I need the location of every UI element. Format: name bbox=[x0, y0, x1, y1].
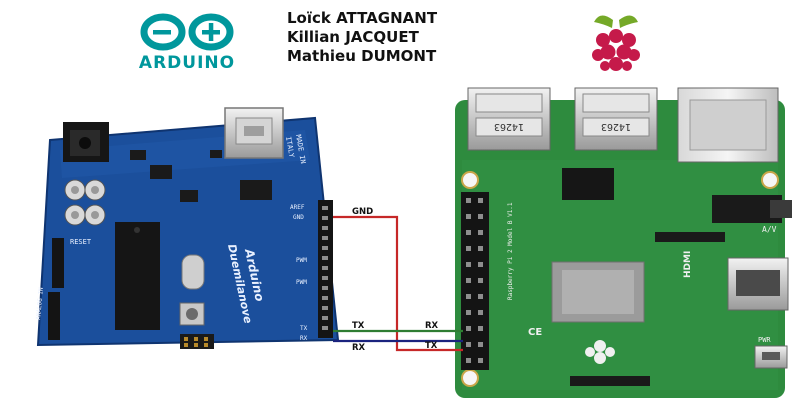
arduino-gnd-label: GND bbox=[293, 214, 304, 221]
authors-block: Loïck ATTAGNANT Killian JACQUET Mathieu … bbox=[287, 9, 547, 66]
wire-rx-pi-label: RX bbox=[425, 321, 439, 331]
author-1: Loïck ATTAGNANT bbox=[287, 9, 438, 27]
arduino-reset-label: RESET bbox=[70, 238, 92, 246]
arduino-pwm-label-2: PWM bbox=[296, 279, 307, 286]
wire-gnd-label: GND bbox=[352, 207, 373, 217]
pi-usb-label-2: 14263 bbox=[601, 121, 631, 132]
hdmi-port-icon bbox=[727, 257, 789, 311]
arduino-infinity-icon bbox=[140, 13, 234, 51]
arduino-rx-pin-label: RX bbox=[300, 335, 308, 342]
gpio-header bbox=[461, 192, 489, 370]
capacitors bbox=[64, 179, 106, 226]
arduino-pwm-label-1: PWM bbox=[296, 257, 307, 264]
wires: GND TX RX RX TX bbox=[333, 207, 463, 353]
arduino-board: MADE IN ITALY RESET ANALOG IN AREF GND P… bbox=[35, 107, 340, 349]
pi-soc-chip bbox=[551, 261, 645, 323]
pi-pwr-label: PWR bbox=[758, 336, 771, 344]
arduino-wordmark: ARDUINO bbox=[139, 53, 235, 73]
pi-board-logo-icon bbox=[585, 340, 615, 364]
raspberry-pi-logo bbox=[592, 15, 640, 71]
pi-model-label: Raspberry Pi 2 Model B V1.1 bbox=[507, 202, 514, 300]
audio-jack-icon bbox=[712, 195, 792, 223]
raspberry-pcb bbox=[455, 100, 785, 398]
arduino-country-label: ITALY bbox=[284, 136, 296, 159]
dc-jack-icon bbox=[63, 122, 109, 162]
wire-tx-pi-label: TX bbox=[425, 341, 438, 351]
wire-rx-arduino-label: RX bbox=[352, 343, 366, 353]
analog-header bbox=[48, 292, 60, 340]
pi-usb-port-2: 14263 bbox=[574, 87, 658, 151]
arduino-logo: ARDUINO bbox=[139, 13, 235, 73]
micro-usb-power-icon bbox=[754, 345, 788, 369]
usb-connector-icon bbox=[224, 107, 284, 159]
pi-usb-port-1: 14263 bbox=[467, 87, 551, 151]
display-connector bbox=[655, 232, 725, 242]
power-header bbox=[52, 238, 64, 288]
arduino-analog-label: ANALOG IN bbox=[35, 287, 45, 320]
arduino-tx-pin-label: TX bbox=[300, 325, 308, 332]
author-3: Mathieu DUMONT bbox=[287, 47, 437, 65]
wire-tx-arduino-label: TX bbox=[352, 321, 365, 331]
raspberry-pi-board: 14263 14263 bbox=[455, 87, 792, 398]
arduino-aref-label: AREF bbox=[290, 204, 305, 211]
pi-hdmi-label: HDMI bbox=[683, 251, 693, 278]
author-2: Killian JACQUET bbox=[287, 28, 419, 46]
ethernet-port-icon bbox=[677, 87, 779, 163]
pi-lan-chip bbox=[562, 168, 614, 200]
digital-header bbox=[318, 200, 333, 338]
icsp-header bbox=[180, 334, 214, 349]
camera-connector bbox=[570, 376, 650, 386]
pi-av-label: A/V bbox=[762, 225, 777, 234]
wire-gnd bbox=[333, 215, 463, 352]
atmega-chip bbox=[115, 222, 160, 330]
pi-usb-label-1: 14263 bbox=[494, 121, 524, 132]
pi-ce-label: CE bbox=[528, 327, 542, 338]
crystal-oscillator bbox=[181, 254, 205, 290]
reset-button-icon bbox=[179, 302, 205, 326]
